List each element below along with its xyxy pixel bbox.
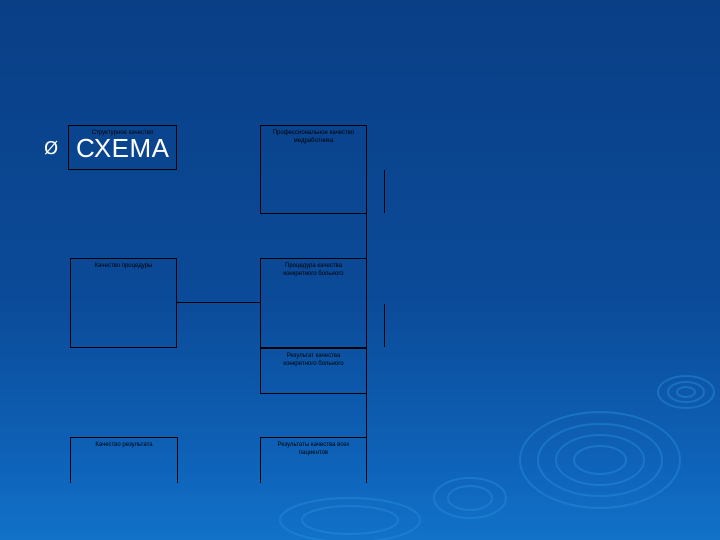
box-process-quality-patient: Процедура качества конкретного больного <box>260 258 367 348</box>
box-professional-quality: Профессиональное качество медработника <box>260 125 367 214</box>
box-professional-quality-label: Профессиональное качество медработника <box>261 129 366 145</box>
box-process-quality-label: Качество процедуры <box>71 262 176 270</box>
box-structure-quality: Структурное качество <box>68 125 177 170</box>
box-structure-quality-label: Структурное качество <box>69 129 176 137</box>
box-result-quality-all-label: Результаты качества всех пациентов <box>261 441 366 457</box>
bullet-arrow-icon: Ø <box>44 140 58 158</box>
connector-right-tick-lower <box>384 304 385 347</box>
connector-process-horizontal <box>177 302 260 303</box>
box-result-quality-patient-label: Результат качества конкретного больного <box>261 352 366 368</box>
box-result-quality-all: Результаты качества всех пациентов <box>260 437 367 483</box>
box-result-quality: Качество результата <box>70 437 178 483</box>
connector-right-spine <box>366 214 367 437</box>
box-result-quality-patient: Результат качества конкретного больного <box>260 348 367 394</box>
box-process-quality: Качество процедуры <box>70 258 177 348</box>
box-result-quality-label: Качество результата <box>71 441 177 449</box>
connector-right-tick-upper <box>384 170 385 213</box>
box-process-quality-patient-label: Процедура качества конкретного больного <box>261 262 366 278</box>
